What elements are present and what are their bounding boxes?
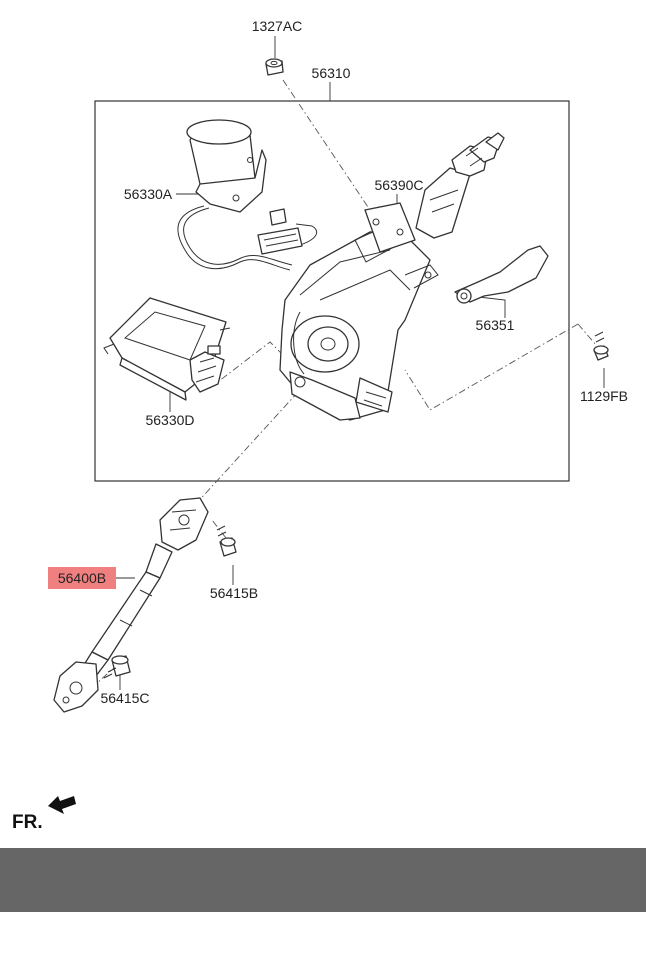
footer-bar: HYUNDAI KIA - 564002S200 N - 56400B [0,848,646,956]
tilt-lever-56351 [454,245,549,304]
intermediate-shaft-56400b [53,497,209,713]
bolt-56415b [216,525,237,557]
label-56330d[interactable]: 56330D [145,412,194,428]
direction-label: FR. [12,812,43,833]
exploded-parts-diagram: 1327AC 56310 56330A 56390C 56351 56330D … [12,18,628,833]
label-56351[interactable]: 56351 [476,317,515,333]
label-56390c[interactable]: 56390C [374,177,423,193]
highlighted-part-label-box [48,567,116,589]
label-1129fb[interactable]: 1129FB [580,388,628,404]
label-56415c[interactable]: 56415C [100,690,149,706]
bolt-1129fb [593,331,609,361]
front-arrow-icon [48,796,76,814]
label-56310[interactable]: 56310 [312,65,351,81]
grommet-1327ac [265,58,284,76]
bolt-56415c [103,655,131,679]
motor-56330a [177,119,318,271]
footer-part-number-text: HYUNDAI KIA - 564002S200 N - 56400B [113,931,545,956]
column-housing-56310 [279,132,505,421]
label-56415b[interactable]: 56415B [210,585,258,601]
control-unit-56330d [103,297,231,401]
label-56330a[interactable]: 56330A [124,186,173,202]
label-1327ac[interactable]: 1327AC [252,18,303,34]
assembly-frame [94,100,570,482]
label-56400b[interactable]: 56400B [58,570,106,586]
